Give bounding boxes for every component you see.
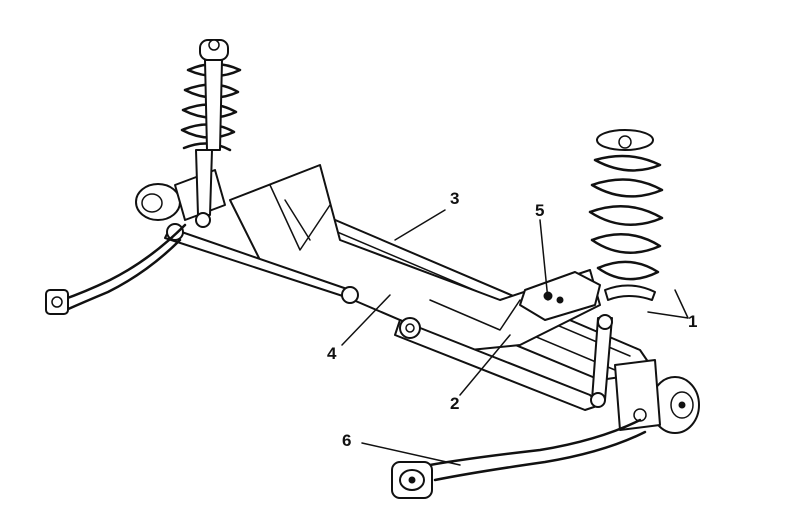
leader-lines <box>341 209 689 466</box>
callout-4: 4 <box>327 344 337 363</box>
right-anti-roll-bar <box>391 418 647 499</box>
left-anti-roll-bar <box>45 223 187 315</box>
right-hub <box>614 359 700 434</box>
callout-1: 1 <box>688 312 698 331</box>
trailing-link <box>394 317 601 411</box>
callout-2: 2 <box>450 394 460 413</box>
mounting-bracket <box>519 271 601 321</box>
callout-6: 6 <box>342 431 352 450</box>
callout-5: 5 <box>535 201 545 220</box>
right-strut <box>588 129 664 408</box>
left-hub <box>135 169 226 221</box>
callout-3: 3 <box>450 189 460 208</box>
left-strut <box>180 39 242 228</box>
panhard-rod <box>164 223 359 304</box>
